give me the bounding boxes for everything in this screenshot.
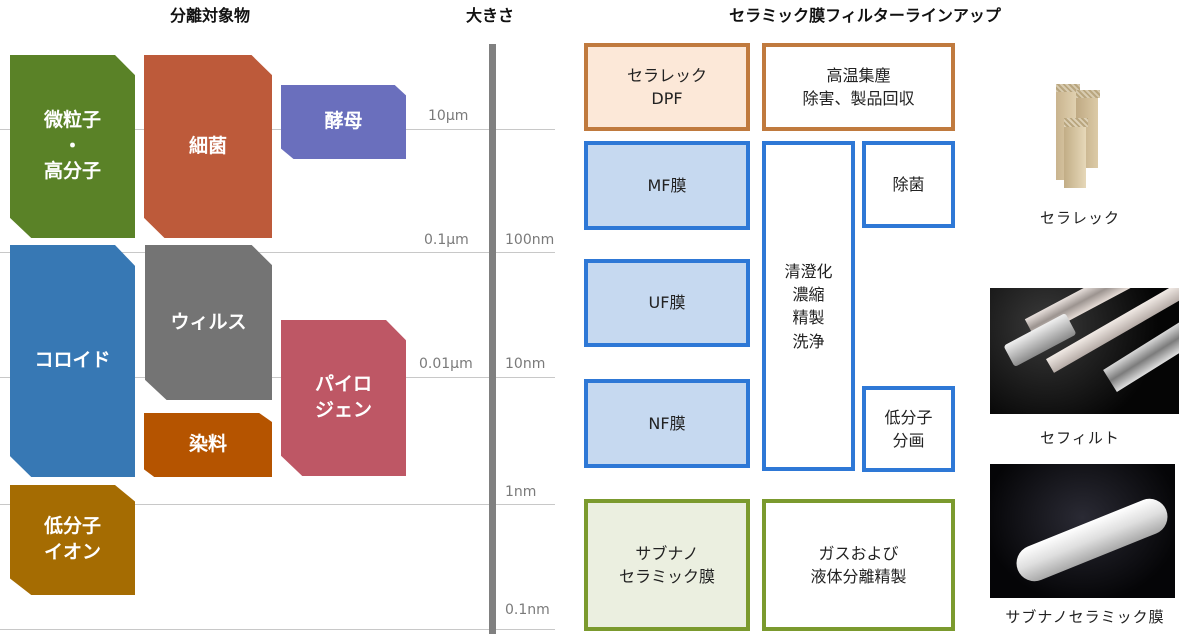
product-uf-membrane[interactable]: UF膜 xyxy=(584,259,750,347)
caption-ceralec: セラレック xyxy=(1039,209,1120,227)
target-fine-particles: 微粒子 ・ 高分子 xyxy=(10,55,135,238)
scale-label-100nm: 100nm xyxy=(505,232,555,248)
target-pyrogen: パイロ ジェン xyxy=(281,320,406,476)
scale-label-10um: 10μm xyxy=(428,108,469,124)
heading-lineup: セラミック膜フィルターラインアップ xyxy=(729,6,1001,25)
product-nf-membrane[interactable]: NF膜 xyxy=(584,379,750,468)
target-virus: ウィルス xyxy=(145,245,272,400)
product-mf-membrane[interactable]: MF膜 xyxy=(584,141,750,230)
product-ceralec-dpf[interactable]: セラレック DPF xyxy=(584,43,750,131)
scale-label-0-1nm: 0.1nm xyxy=(505,602,550,618)
heading-separation-targets: 分離対象物 xyxy=(169,6,250,25)
use-gas-liquid-separation: ガスおよび 液体分離精製 xyxy=(762,499,955,631)
target-dye: 染料 xyxy=(144,413,272,477)
gridline-100nm xyxy=(0,252,555,253)
caption-subnano: サブナノセラミック膜 xyxy=(1005,608,1165,626)
heading-size: 大きさ xyxy=(465,6,514,25)
use-high-temp-dust: 高温集塵 除害、製品回収 xyxy=(762,43,955,131)
use-clarification: 清澄化 濃縮 精製 洗浄 xyxy=(762,141,855,471)
product-subnano-membrane[interactable]: サブナノ セラミック膜 xyxy=(584,499,750,631)
caption-cefilt: セフィルト xyxy=(1040,429,1120,447)
scale-label-0-1um: 0.1μm xyxy=(424,232,469,248)
target-low-molecular-ions: 低分子 イオン xyxy=(10,485,135,595)
size-axis xyxy=(489,44,496,634)
target-bacteria: 細菌 xyxy=(144,55,272,238)
scale-label-0-01um: 0.01μm xyxy=(419,356,473,372)
gridline-10um xyxy=(0,129,555,130)
target-colloid: コロイド xyxy=(10,245,135,477)
honeycomb-blocks-photo xyxy=(1050,80,1110,190)
gridline-1nm xyxy=(0,504,555,505)
use-sterilization: 除菌 xyxy=(862,141,955,228)
gridline-10nm xyxy=(0,377,555,378)
target-yeast: 酵母 xyxy=(281,85,406,159)
ceramic-tube-photo xyxy=(990,464,1175,598)
use-low-molecular-fraction: 低分子 分画 xyxy=(862,386,955,472)
scale-label-10nm: 10nm xyxy=(505,356,546,372)
gridline-0-1nm xyxy=(0,629,555,630)
membrane-module-photo xyxy=(990,288,1179,414)
scale-label-1nm: 1nm xyxy=(505,484,537,500)
